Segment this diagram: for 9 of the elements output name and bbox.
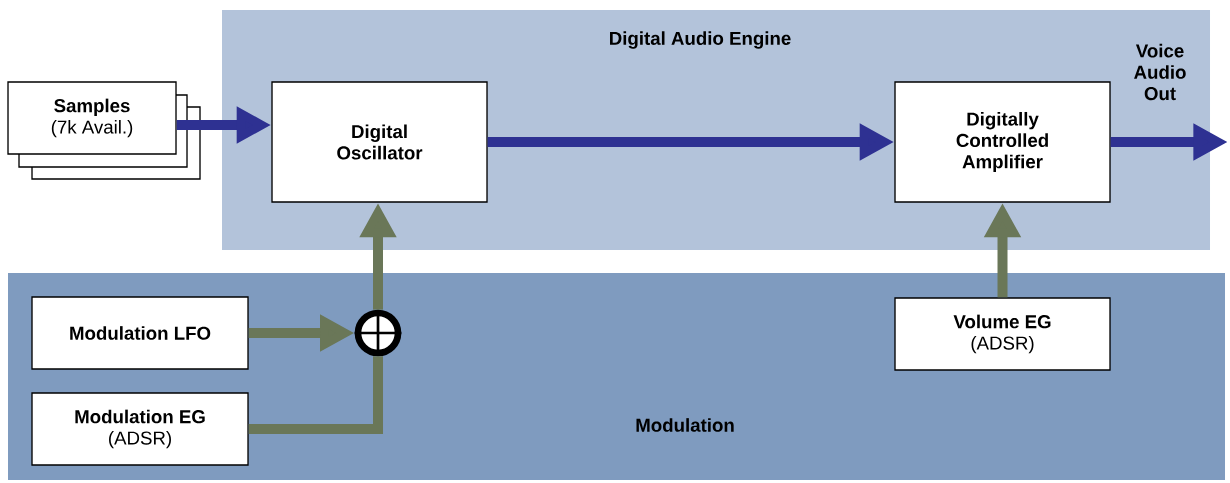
oscillator-box: Digital Oscillator <box>271 81 488 203</box>
connector-line <box>248 356 383 434</box>
envelope-box: Volume EG (ADSR) <box>894 297 1111 371</box>
envelope-box: Modulation EG (ADSR) <box>31 392 249 466</box>
summing-junction <box>353 308 403 358</box>
output-label: Voice Audio Out <box>1134 43 1186 101</box>
amplifier-box: Digitally Controlled Amplifier <box>894 81 1111 203</box>
lfo-box: Modulation LFO <box>31 296 249 370</box>
sample-stack: Samples (7k Avail.) <box>7 81 201 180</box>
